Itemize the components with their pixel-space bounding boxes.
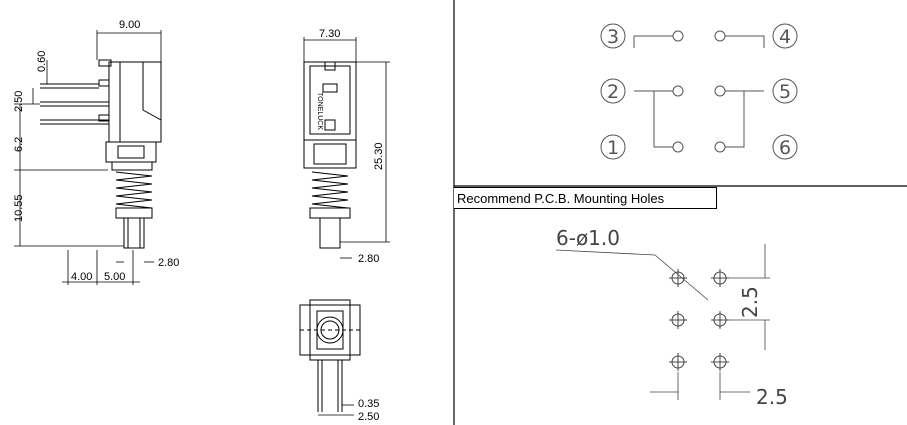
pcb-dimension-lines — [555, 244, 770, 400]
front-view-labels: 7.30 25.30 2.80 — [319, 28, 385, 265]
dim-front-width: 7.30 — [319, 28, 340, 40]
dim-side-280: 2.80 — [158, 257, 179, 269]
pin-label-2: 2 — [607, 81, 619, 103]
pitch-horizontal-label: 2.5 — [756, 385, 788, 409]
dim-front-height: 25.30 — [373, 142, 385, 170]
pin-label-1: 1 — [607, 137, 619, 159]
bottom-view-labels: 0.35 2.50 — [358, 398, 379, 423]
hole — [669, 311, 687, 329]
panel-dividers — [453, 0, 907, 425]
switch-schematic: 3 4 2 5 1 6 — [600, 23, 798, 160]
pitch-vertical-label: 2.5 — [738, 286, 762, 318]
hole — [669, 269, 687, 287]
hole — [669, 353, 687, 371]
pin-label-4: 4 — [779, 26, 791, 48]
hole-spec-label: 6-ø1.0 — [556, 226, 620, 250]
side-view — [40, 59, 162, 249]
front-view-dimension-lines — [303, 37, 390, 259]
front-view — [303, 61, 357, 249]
bottom-view-dimension-lines — [318, 404, 354, 416]
dim-side-400: 4.00 — [71, 271, 92, 283]
dim-side-width: 9.00 — [119, 19, 140, 31]
pcb-holes — [669, 269, 729, 371]
dim-side-1055: 10.55 — [13, 194, 25, 222]
bottom-view — [299, 299, 361, 412]
dim-side-060: 0.60 — [36, 51, 48, 72]
brand-label: TONELUCK — [316, 92, 323, 130]
dim-side-250: 2.50 — [13, 91, 25, 112]
pin-label-5: 5 — [779, 81, 791, 103]
side-view-dimension-lines — [14, 30, 162, 285]
dim-front-280: 2.80 — [358, 253, 379, 265]
hole — [711, 269, 729, 287]
pin-label-6: 6 — [779, 137, 791, 159]
hole — [711, 311, 729, 329]
pin-label-3: 3 — [607, 26, 619, 48]
side-view-labels: 9.00 0.60 2.50 6.2 10.55 4.00 5.00 2.80 — [13, 19, 179, 283]
dim-bottom-035: 0.35 — [358, 398, 379, 410]
dim-side-62: 6.2 — [13, 137, 25, 152]
dim-bottom-250: 2.50 — [358, 411, 379, 423]
dim-side-500: 5.00 — [104, 271, 125, 283]
pcb-labels: 6-ø1.0 2.5 2.5 — [556, 226, 788, 409]
hole — [711, 353, 729, 371]
pcb-title: Recommend P.C.B. Mounting Holes — [454, 187, 717, 209]
